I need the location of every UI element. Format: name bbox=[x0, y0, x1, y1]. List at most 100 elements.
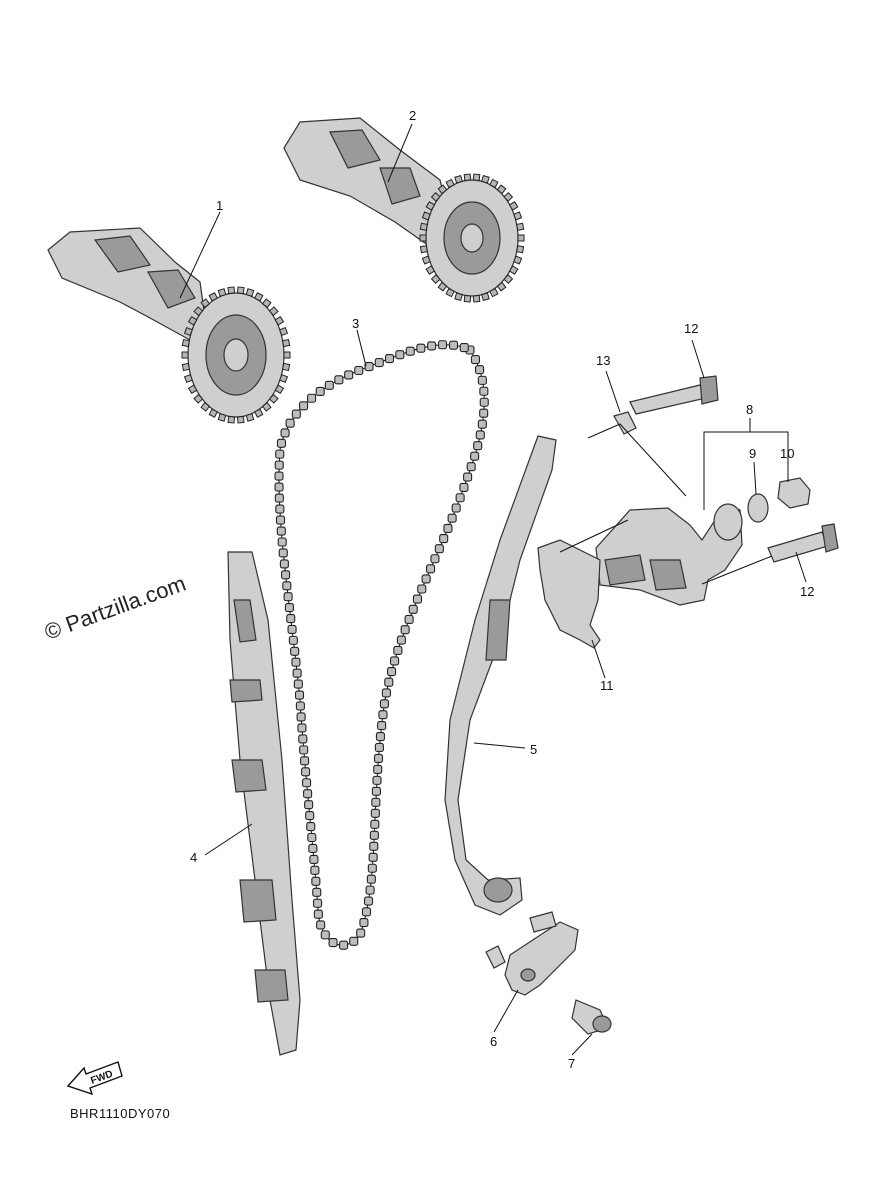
chain-link bbox=[282, 581, 292, 591]
sprocket-tooth bbox=[274, 315, 285, 326]
guide-stopper-6[interactable] bbox=[485, 911, 579, 996]
chain-link bbox=[368, 852, 378, 862]
chain-link bbox=[298, 734, 308, 744]
chain-link bbox=[371, 797, 381, 807]
chain-link bbox=[320, 930, 330, 940]
chain-link bbox=[284, 603, 294, 613]
sprocket-tooth bbox=[274, 384, 285, 395]
chain-link bbox=[294, 690, 305, 700]
sprocket-tooth bbox=[181, 338, 190, 348]
chain-link bbox=[286, 613, 296, 624]
sprocket-tooth bbox=[236, 286, 245, 295]
callout-11: 11 bbox=[600, 678, 614, 693]
chain-link bbox=[308, 843, 318, 853]
chain-link bbox=[312, 887, 322, 897]
chain-link bbox=[316, 920, 326, 930]
chain-link bbox=[339, 940, 349, 950]
chain-link bbox=[328, 937, 338, 948]
chain-link bbox=[475, 430, 485, 440]
chain-link bbox=[311, 876, 321, 886]
chain-link bbox=[371, 786, 381, 796]
sprocket-tooth bbox=[187, 315, 198, 326]
sprocket-tooth bbox=[268, 306, 279, 317]
bolt-12-lower[interactable] bbox=[767, 523, 839, 563]
chain-link bbox=[299, 401, 309, 411]
gasket-9[interactable] bbox=[747, 493, 769, 523]
sprocket-tooth bbox=[463, 294, 472, 303]
chain-link bbox=[291, 409, 301, 419]
sprocket-tooth bbox=[200, 401, 211, 412]
callout-9: 9 bbox=[749, 446, 756, 461]
sprocket-tooth bbox=[496, 184, 507, 195]
chain-link bbox=[324, 380, 334, 390]
chain-link bbox=[301, 767, 311, 777]
chain-link bbox=[275, 504, 285, 514]
sprocket-tooth bbox=[517, 234, 525, 242]
chain-link bbox=[344, 370, 354, 380]
sprocket-tooth bbox=[208, 292, 218, 302]
chain-link bbox=[477, 375, 487, 385]
camshaft-2[interactable] bbox=[283, 117, 525, 303]
chain-link bbox=[434, 544, 444, 554]
chain-link bbox=[475, 365, 485, 375]
chain-guide-4[interactable] bbox=[227, 551, 301, 1056]
camshaft-1-sprocket-teeth bbox=[181, 286, 291, 424]
chain-link bbox=[427, 341, 437, 351]
chain-link bbox=[386, 667, 397, 677]
sprocket-tooth bbox=[245, 288, 255, 297]
sprocket-tooth bbox=[454, 292, 463, 301]
sprocket-tooth bbox=[421, 255, 431, 265]
sprocket-tooth bbox=[282, 338, 291, 348]
cap-bolt-10[interactable] bbox=[777, 477, 811, 509]
chain-link bbox=[459, 343, 469, 353]
chain-link bbox=[421, 574, 431, 584]
chain-link bbox=[459, 482, 469, 492]
chain-link bbox=[479, 397, 489, 407]
chain-link bbox=[283, 592, 293, 602]
chain-link bbox=[296, 712, 306, 722]
sprocket-tooth bbox=[481, 292, 490, 301]
callout-13: 13 bbox=[596, 353, 610, 368]
sprocket-tooth bbox=[425, 265, 436, 275]
chain-link bbox=[313, 898, 323, 908]
cam-chain-tensioner-8[interactable] bbox=[595, 503, 743, 606]
tensioner-guide-5[interactable] bbox=[444, 435, 557, 916]
chain-link bbox=[395, 350, 405, 360]
sprocket-tooth bbox=[430, 274, 441, 285]
chain-link bbox=[470, 354, 481, 365]
leader-lines bbox=[179, 123, 807, 1056]
sprocket-tooth bbox=[217, 413, 227, 422]
dowel-pin-13[interactable] bbox=[613, 411, 637, 435]
chain-link bbox=[306, 821, 316, 832]
chain-link bbox=[359, 917, 369, 928]
chain-link bbox=[309, 854, 319, 864]
chain-link bbox=[287, 624, 297, 635]
chain-link bbox=[293, 679, 303, 689]
cam-chain-3[interactable] bbox=[274, 340, 489, 950]
pivot-bolt-7[interactable] bbox=[571, 999, 612, 1035]
sprocket-tooth bbox=[489, 287, 499, 298]
chain-link bbox=[307, 393, 317, 403]
sprocket-tooth bbox=[268, 393, 279, 404]
sprocket-tooth bbox=[516, 245, 525, 254]
chain-link bbox=[365, 885, 375, 895]
chain-link bbox=[377, 721, 387, 731]
chain-link bbox=[307, 832, 317, 843]
tensioner-gasket-11[interactable] bbox=[537, 539, 601, 649]
chain-link bbox=[448, 340, 459, 350]
chain-link bbox=[274, 482, 284, 492]
chain-link bbox=[375, 731, 385, 742]
bolt-12-upper[interactable] bbox=[629, 375, 719, 415]
chain-link bbox=[378, 710, 388, 720]
chain-link bbox=[297, 723, 307, 733]
sprocket-tooth bbox=[254, 408, 264, 418]
sprocket-tooth bbox=[425, 201, 436, 211]
fwd-arrow-icon: FWD bbox=[66, 1061, 123, 1096]
chain-link bbox=[356, 928, 366, 938]
callout-6: 6 bbox=[490, 1034, 497, 1049]
sprocket-tooth bbox=[283, 351, 291, 359]
chain-link bbox=[280, 428, 290, 438]
camshaft-1[interactable] bbox=[47, 227, 291, 424]
chain-link bbox=[370, 819, 380, 829]
chain-link bbox=[379, 699, 389, 709]
